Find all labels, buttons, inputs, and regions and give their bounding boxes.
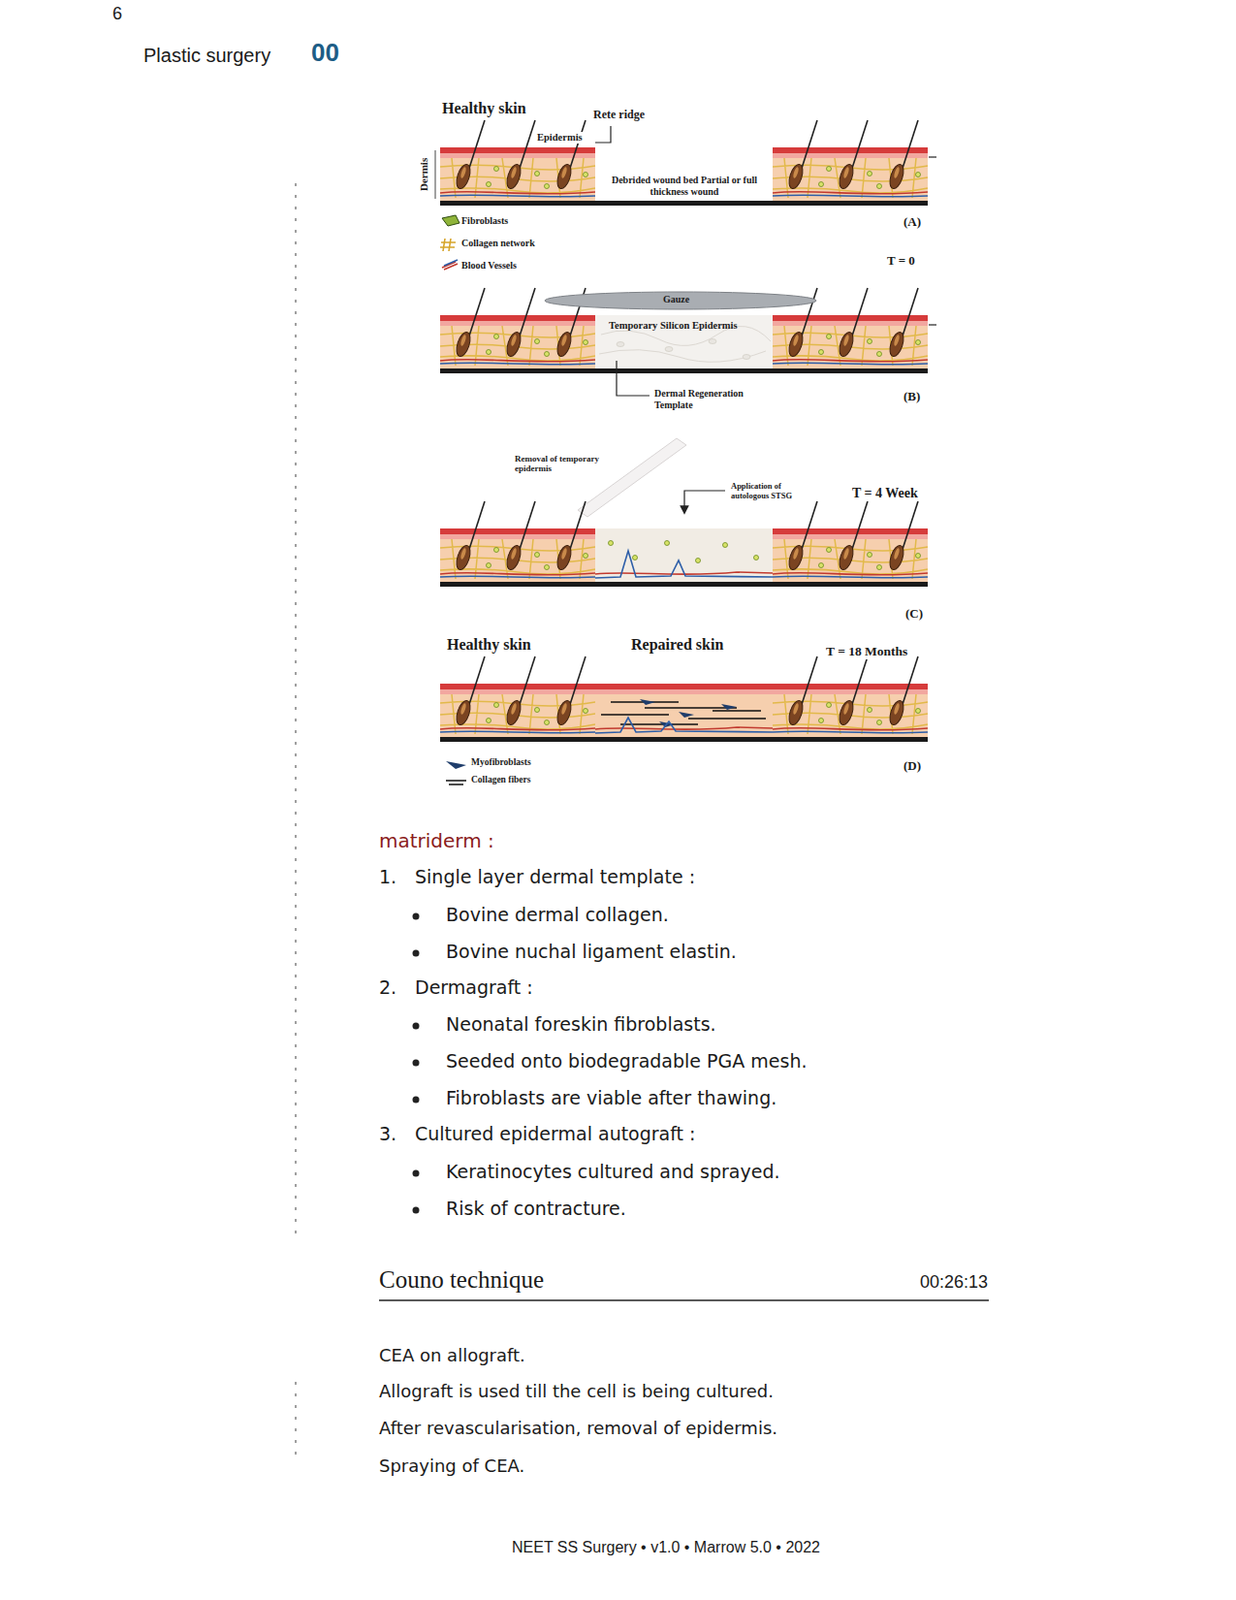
repaired-epidermis [595,689,773,695]
base-line [440,200,928,206]
note-line: After revascularisation, removal of epid… [379,1418,778,1439]
tick [928,323,937,325]
diagram-label: Healthy skin [440,99,529,118]
diagram-label: Epidermis [535,131,585,144]
dermis-bracket [435,150,437,199]
legend-text: Myofibroblasts [471,757,532,768]
leader-line [616,360,650,396]
list-number: 1. [379,866,397,888]
diagram-label: Gauze [663,293,690,306]
leader-line [595,126,611,143]
diagram-label: Repaired skin [629,635,726,654]
note-bullet: Bovine nuchal ligament elastin. [445,941,737,963]
diagram-label: Debrided wound bed Partial or full thick… [597,174,772,197]
diagram-label: Temporary Silicon Epidermis [608,319,738,332]
time-label: T = 18 Months [824,643,910,660]
diagram-label: Application of autologous STSG [728,481,811,502]
note-bullet: Seeded onto biodegradable PGA mesh. [445,1050,807,1073]
collagen-icon [440,238,456,252]
heading-rule [379,1299,989,1301]
section-heading: Couno technique [379,1266,544,1295]
panel-b [440,287,937,396]
base-line [440,368,928,374]
chapter-number: 00 [311,38,340,68]
fibroblast-icon [442,215,460,226]
legend-text: Fibroblasts [461,215,508,227]
regenerating-dermis [595,528,773,582]
note-item: Single layer dermal template : [414,866,696,888]
template-fibres [599,325,771,362]
healthy-skin-strip [772,501,928,582]
running-head: Plastic surgery [143,44,271,67]
axis-label: Dermis [417,158,431,191]
removed-epidermis [577,438,687,517]
repaired-skin [595,683,773,737]
note-bullet: Neonatal foreskin fibroblasts. [445,1014,717,1036]
panel-letter: (D) [903,759,921,774]
blood-vessel [595,717,773,733]
healthy-skin-strip [440,501,596,582]
repaired-epidermis [595,683,773,690]
myofibroblasts [639,698,737,728]
note-line: CEA on allograft. [379,1345,526,1366]
page-footer: NEET SS Surgery • v1.0 • Marrow 5.0 • 20… [375,1538,957,1556]
note-bullet: Fibroblasts are viable after thawing. [445,1087,777,1110]
list-number: 2. [379,977,397,999]
leader-arrow [684,490,726,510]
legend-text: Collagen network [461,237,536,250]
tick [928,156,937,158]
page-number: 6 [112,3,123,25]
diagram-label: Dermal Regeneration Template [654,387,763,411]
template-pores [616,339,751,360]
gauze [544,291,817,310]
base-line [440,581,928,587]
time-label: T = 0 [887,253,916,269]
note-item: Dermagraft : [414,977,534,999]
note-bullet: Risk of contracture. [445,1198,627,1220]
collagen-fiber-icon [445,780,467,785]
myofibroblast-icon [445,760,467,769]
diagram-label: Rete ridge [591,108,647,123]
list-number: 3. [379,1123,397,1145]
healthy-skin-strip [772,656,928,737]
healthy-skin-strip [772,120,928,201]
base-line [440,736,928,742]
note-line: Allograft is used till the cell is being… [379,1381,774,1402]
vessel-icon [443,259,458,266]
panel-d [440,656,928,742]
note-bullet: Bovine dermal collagen. [445,904,669,926]
note-line: Spraying of CEA. [379,1456,525,1477]
panel-c [440,438,928,587]
dermal-template [595,315,773,369]
time-label: T = 4 Week [850,485,920,502]
panel-letter: (A) [903,215,921,230]
legend-text: Collagen fibers [471,774,531,786]
panel-letter: (B) [903,389,920,405]
healthy-skin-strip [440,656,596,737]
panel-a [435,120,937,206]
note-item: Cultured epidermal autograft : [414,1123,697,1145]
bullets [412,913,420,1214]
diagram-label: Healthy skin [444,635,534,654]
note-bullet: Keratinocytes cultured and sprayed. [445,1161,781,1183]
note-heading: matriderm : [379,829,495,853]
legend-text: Blood Vessels [461,259,517,272]
panel-letter: (C) [905,606,923,622]
diagram-label: Removal of temporary epidermis [514,453,607,475]
timestamp: 00:26:13 [919,1271,988,1293]
blood-vessel [595,550,773,578]
healthy-skin-strip [440,120,596,201]
margin-line [295,183,297,1459]
